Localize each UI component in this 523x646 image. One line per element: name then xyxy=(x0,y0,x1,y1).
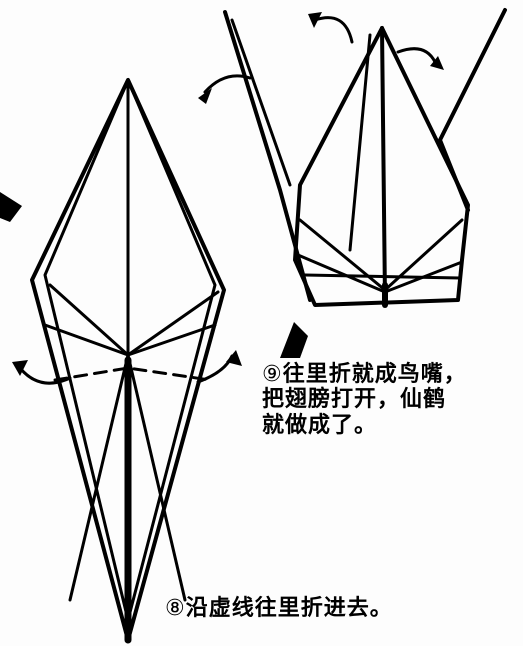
curved-arrow-icon xyxy=(18,16,437,385)
step9-caption: ⑨往里折就成鸟嘴， 把翅膀打开，仙鹤 就做成了。 xyxy=(262,362,467,438)
step8-figure xyxy=(30,78,226,644)
step8-caption: ⑧沿虚线往里折进去。 xyxy=(165,596,393,621)
step9-line-2: 把翅膀打开，仙鹤 xyxy=(262,387,447,413)
step9-line-3: 就做成了。 xyxy=(262,412,378,438)
arrowheads xyxy=(0,12,444,376)
step8-number: ⑧ xyxy=(165,596,186,621)
step9-figure xyxy=(223,8,507,308)
pointer-arrow-icon xyxy=(280,322,308,358)
pointer-arrow-icon xyxy=(0,192,22,222)
step9-number: ⑨ xyxy=(262,362,283,387)
step8-line-1: 沿虚线往里折进去。 xyxy=(185,596,393,621)
step9-line-1: 往里折就成鸟嘴， xyxy=(282,362,467,387)
